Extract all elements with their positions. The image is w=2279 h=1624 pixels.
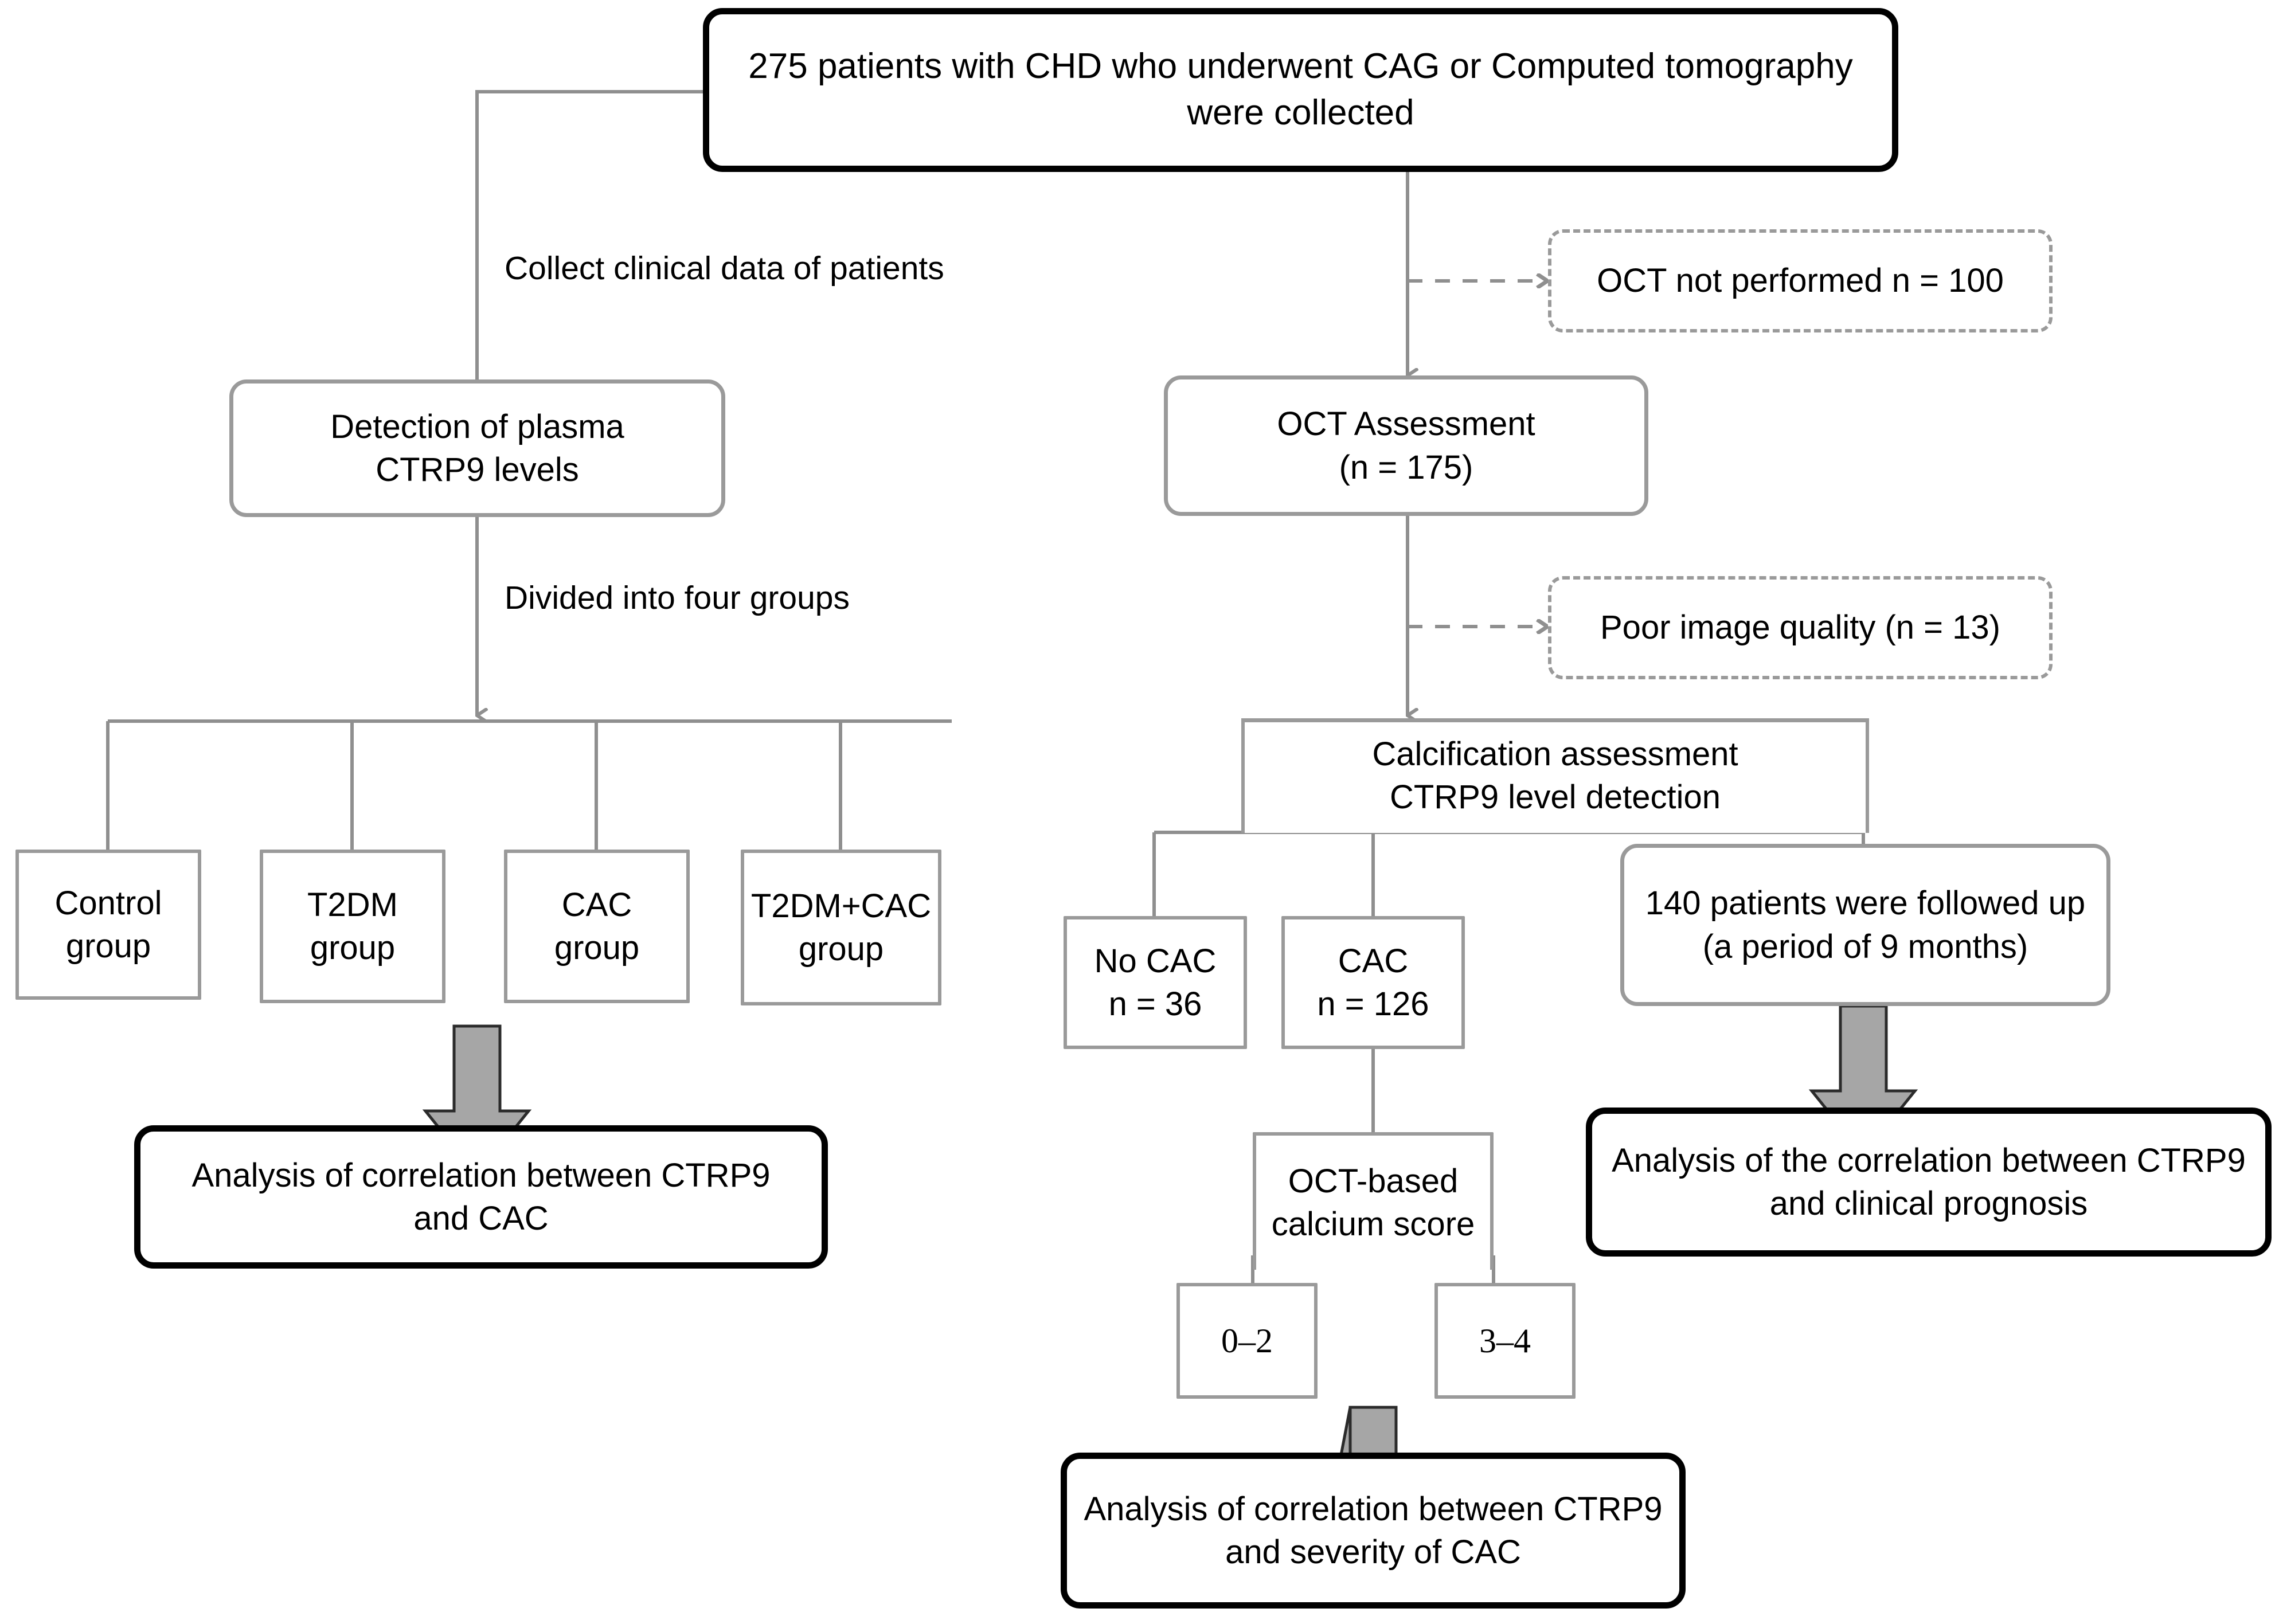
- node-group-cac[interactable]: CAC group: [504, 850, 690, 1003]
- node-plasma-detection[interactable]: Detection of plasma CTRP9 levels: [229, 379, 725, 517]
- node-oct-not-performed[interactable]: OCT not performed n = 100: [1548, 229, 2053, 332]
- edge-label-divided-into-four-groups: Divided into four groups: [505, 580, 850, 616]
- node-score-3-4[interactable]: 3–4: [1434, 1283, 1576, 1399]
- node-group-control[interactable]: Control group: [15, 850, 201, 1000]
- node-conclusion-prognosis[interactable]: Analysis of the correlation between CTRP…: [1586, 1108, 2272, 1257]
- node-oct-calcium-score[interactable]: OCT-based calcium score: [1253, 1132, 1494, 1270]
- edge-label-collect-clinical-data: Collect clinical data of patients: [505, 250, 944, 287]
- node-no-cac[interactable]: No CAC n = 36: [1064, 916, 1247, 1049]
- node-group-t2dm-cac[interactable]: T2DM+CAC group: [741, 850, 941, 1005]
- node-poor-image-quality[interactable]: Poor image quality (n = 13): [1548, 576, 2053, 679]
- node-score-0-2[interactable]: 0–2: [1176, 1283, 1318, 1399]
- node-oct-assessment[interactable]: OCT Assessment (n = 175): [1164, 375, 1648, 516]
- node-conclusion-cac[interactable]: Analysis of correlation between CTRP9 an…: [134, 1125, 828, 1269]
- node-cohort[interactable]: 275 patients with CHD who underwent CAG …: [703, 8, 1898, 172]
- node-calcification-assessment[interactable]: Calcification assessment CTRP9 level det…: [1241, 718, 1869, 833]
- node-cac[interactable]: CAC n = 126: [1281, 916, 1465, 1049]
- edge-cohort-to-plasma: [475, 90, 703, 379]
- node-followup[interactable]: 140 patients were followed up (a period …: [1620, 844, 2110, 1006]
- node-group-t2dm[interactable]: T2DM group: [260, 850, 445, 1003]
- node-conclusion-severity[interactable]: Analysis of correlation between CTRP9 an…: [1061, 1453, 1686, 1609]
